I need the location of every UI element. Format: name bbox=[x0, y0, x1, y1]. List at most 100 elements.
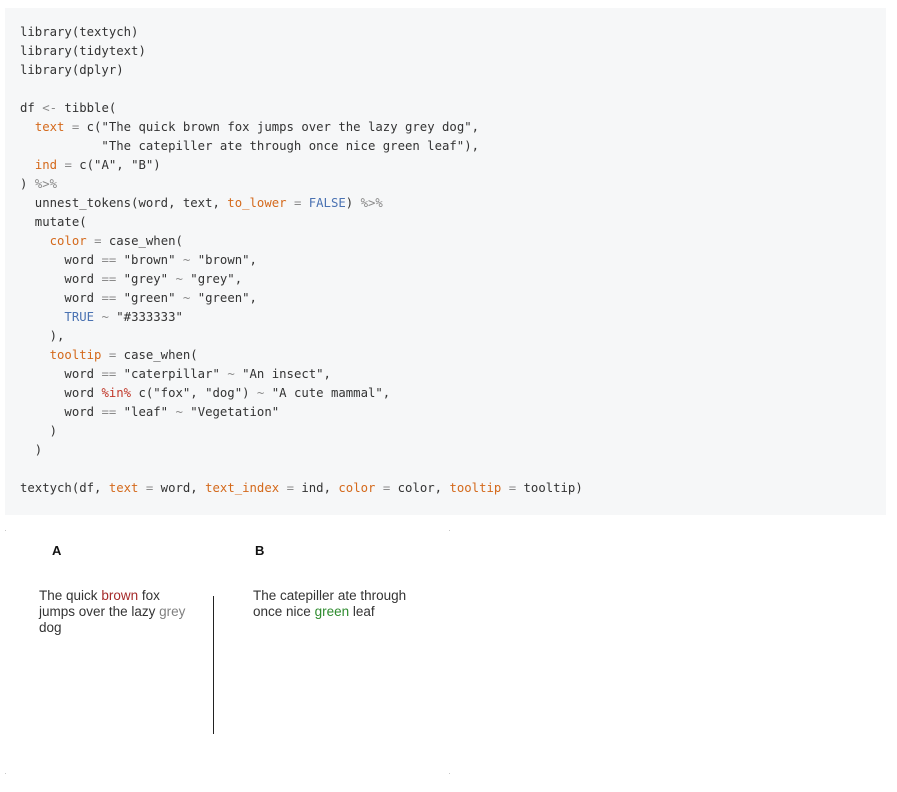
code-token: = bbox=[108, 348, 117, 362]
code-token: text bbox=[108, 481, 139, 495]
code-token: tooltip) bbox=[516, 481, 583, 495]
code-token: "green", bbox=[190, 291, 257, 305]
code-token bbox=[287, 196, 294, 210]
code-token bbox=[101, 348, 108, 362]
code-token: = bbox=[64, 158, 72, 172]
code-token: == bbox=[101, 272, 117, 286]
r-code: library(textych) library(tidytext) libra… bbox=[20, 23, 886, 498]
code-token: text bbox=[34, 120, 65, 134]
code-token: color, bbox=[390, 481, 450, 495]
code-token: library(textych) bbox=[20, 25, 139, 39]
word-token[interactable]: brown bbox=[101, 588, 139, 603]
word-token[interactable]: through bbox=[360, 588, 407, 603]
code-token: == bbox=[101, 405, 117, 419]
code-line: textych(df, text = word, text_index = in… bbox=[20, 481, 583, 495]
code-token: ind bbox=[34, 158, 58, 172]
code-token: ) bbox=[20, 443, 43, 457]
code-line: mutate( bbox=[20, 215, 87, 229]
code-token: library(dplyr) bbox=[20, 63, 124, 77]
code-token: tooltip bbox=[449, 481, 502, 495]
code-token: c("fox", "dog") bbox=[131, 386, 257, 400]
code-token bbox=[20, 348, 50, 362]
column-label-a: A bbox=[52, 543, 62, 558]
code-token bbox=[20, 310, 64, 324]
code-token: ind, bbox=[293, 481, 339, 495]
code-token bbox=[20, 234, 50, 248]
word-token[interactable]: The bbox=[253, 588, 277, 603]
code-token: == bbox=[101, 367, 117, 381]
code-token bbox=[87, 234, 94, 248]
code-token: ~ bbox=[101, 310, 109, 324]
code-block: library(textych) library(tidytext) libra… bbox=[5, 8, 886, 515]
word-token[interactable]: ate bbox=[337, 588, 357, 603]
code-token: "grey" bbox=[116, 272, 176, 286]
code-token: "brown", bbox=[190, 253, 257, 267]
code-token: = bbox=[293, 196, 302, 210]
code-token bbox=[375, 481, 382, 495]
code-token: word, bbox=[153, 481, 206, 495]
code-token: ~ bbox=[256, 386, 265, 400]
code-token: ) bbox=[345, 196, 361, 210]
code-token: ) bbox=[20, 177, 35, 191]
code-token: tooltip bbox=[49, 348, 102, 362]
code-line: word == "leaf" ~ "Vegetation" bbox=[20, 405, 279, 419]
widget-corner-tl bbox=[5, 530, 6, 531]
code-line: ind = c("A", "B") bbox=[20, 158, 161, 172]
code-token: %>% bbox=[360, 196, 383, 210]
code-token: %>% bbox=[34, 177, 58, 191]
code-token: = bbox=[145, 481, 154, 495]
code-token: unnest_tokens(word, text, bbox=[20, 196, 228, 210]
code-line: ) bbox=[20, 443, 42, 457]
code-line: ), bbox=[20, 329, 65, 343]
code-line: ) bbox=[20, 424, 57, 438]
code-token: color bbox=[338, 481, 376, 495]
word-token[interactable]: the bbox=[108, 604, 128, 619]
code-line: library(textych) bbox=[20, 25, 138, 39]
code-line: TRUE ~ "#333333" bbox=[20, 310, 183, 324]
word-token[interactable]: The bbox=[39, 588, 63, 603]
column-divider bbox=[213, 596, 214, 734]
word-token[interactable]: green bbox=[314, 604, 350, 619]
code-token: ), bbox=[20, 329, 65, 343]
code-token: ~ bbox=[227, 367, 235, 381]
code-token: "The catepiller ate through once nice gr… bbox=[20, 139, 480, 153]
word-token[interactable]: lazy bbox=[131, 604, 156, 619]
word-token[interactable]: nice bbox=[286, 604, 311, 619]
code-token: case_when( bbox=[101, 234, 183, 248]
word-token[interactable]: jumps bbox=[39, 604, 76, 619]
code-token: = bbox=[508, 481, 517, 495]
code-token: word bbox=[20, 253, 102, 267]
word-token[interactable]: quick bbox=[66, 588, 98, 603]
code-line: unnest_tokens(word, text, to_lower = FAL… bbox=[20, 196, 383, 210]
code-line: df <- tibble( bbox=[20, 101, 116, 115]
word-token[interactable]: over bbox=[78, 604, 106, 619]
code-token: %in% bbox=[101, 386, 132, 400]
word-token[interactable]: dog bbox=[39, 620, 62, 635]
textych-widget: A The quick brown fox jumps over the laz… bbox=[5, 530, 450, 775]
word-token[interactable]: fox bbox=[141, 588, 160, 603]
code-token: ~ bbox=[182, 253, 191, 267]
code-line: library(dplyr) bbox=[20, 63, 124, 77]
code-token: "leaf" bbox=[116, 405, 176, 419]
word-token[interactable]: grey bbox=[159, 604, 186, 619]
code-line: ) %>% bbox=[20, 177, 57, 191]
code-token: ) bbox=[20, 424, 58, 438]
code-token: ~ bbox=[175, 405, 183, 419]
word-token[interactable]: once bbox=[253, 604, 283, 619]
code-line: text = c("The quick brown fox jumps over… bbox=[20, 120, 479, 134]
code-token: "brown" bbox=[116, 253, 183, 267]
code-token: == bbox=[101, 291, 117, 305]
code-token: word bbox=[20, 405, 102, 419]
code-token: to_lower bbox=[227, 196, 287, 210]
code-token: tibble( bbox=[57, 101, 117, 115]
code-line: word == "grey" ~ "grey", bbox=[20, 272, 242, 286]
code-line: word %in% c("fox", "dog") ~ "A cute mamm… bbox=[20, 386, 390, 400]
code-token: TRUE bbox=[64, 310, 95, 324]
code-token: <- bbox=[42, 101, 58, 115]
word-token[interactable]: leaf bbox=[352, 604, 375, 619]
code-line: "The catepiller ate through once nice gr… bbox=[20, 139, 479, 153]
code-token: textych(df, bbox=[20, 481, 109, 495]
code-token: "#333333" bbox=[108, 310, 183, 324]
word-token[interactable]: catepiller bbox=[280, 588, 335, 603]
code-token: "A cute mammal", bbox=[264, 386, 391, 400]
